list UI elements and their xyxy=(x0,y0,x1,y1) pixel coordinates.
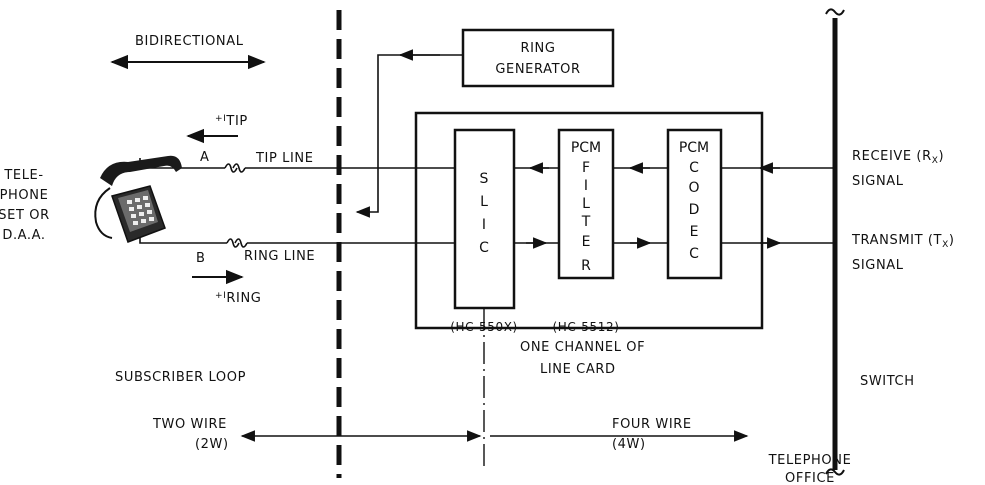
receive-signal-close: ) xyxy=(938,149,944,164)
telephone-office-label-1: TELEPHONE xyxy=(768,453,852,468)
transmit-signal-label: TRANSMIT (TX) xyxy=(851,233,955,250)
bidirectional-label: BIDIRECTIONAL xyxy=(135,34,244,49)
switch-bus-break-top xyxy=(825,8,845,16)
subscriber-loop-label: SUBSCRIBER LOOP xyxy=(115,370,246,385)
telephone-office-label-2: OFFICE xyxy=(785,471,835,485)
wire-a-label: A xyxy=(200,150,210,165)
pcm-codec-letter: E xyxy=(690,224,699,240)
ring-generator-label-1: RING xyxy=(520,41,555,56)
pcm-filter-part-number: (HC-5512) xyxy=(552,320,619,334)
ring-line xyxy=(139,235,455,248)
two-wire-label-2: (2W) xyxy=(195,437,229,452)
pcm-codec-title: PCM xyxy=(679,140,709,156)
telephone-set-label-3: SET OR xyxy=(0,208,50,223)
ring-line-label: RING LINE xyxy=(244,249,315,264)
slic-letters: S L I C xyxy=(479,171,489,256)
transmit-signal-close: ) xyxy=(949,233,955,248)
receive-signal-label: RECEIVE (RX) xyxy=(852,149,944,166)
line-card-label-1: ONE CHANNEL OF xyxy=(520,340,645,355)
slic-letter: S xyxy=(480,171,489,187)
four-wire-label-1: FOUR WIRE xyxy=(612,417,692,432)
ring-current-name: RING xyxy=(226,291,261,306)
pcm-filter-letter: E xyxy=(582,234,591,250)
two-wire-label-1: TWO WIRE xyxy=(152,417,227,432)
pcm-filter-letter: F xyxy=(582,160,590,176)
receive-signal-sub: X xyxy=(932,156,939,166)
ring-current-label: +IRING xyxy=(215,291,261,306)
slic-letter: C xyxy=(479,240,489,256)
tip-current-label: +ITIP xyxy=(215,114,248,129)
transmit-signal-sub: X xyxy=(942,240,949,250)
wire-b-label: B xyxy=(196,251,206,266)
pcm-codec-letter: C xyxy=(689,246,699,262)
tip-current-name: TIP xyxy=(225,114,247,129)
switch-label: SWITCH xyxy=(860,374,915,389)
transmit-signal-text: TRANSMIT (T xyxy=(851,233,942,248)
tip-line xyxy=(139,158,455,173)
pcm-codec-box xyxy=(666,128,723,280)
pcm-codec-letter: C xyxy=(689,160,699,176)
four-wire-label-2: (4W) xyxy=(612,437,646,452)
receive-signal-text: RECEIVE (R xyxy=(852,149,932,164)
telephone-set-label-2: PHONE xyxy=(0,188,48,203)
ring-generator-label-2: GENERATOR xyxy=(495,62,580,77)
slic-letter: L xyxy=(480,194,488,210)
switch-bus-break-bottom xyxy=(825,468,845,476)
pcm-filter-letter: L xyxy=(582,196,590,212)
line-card-box xyxy=(414,111,764,330)
ring-generator-box xyxy=(461,28,615,88)
pcm-filter-box xyxy=(557,128,615,280)
telephone-icon xyxy=(94,155,182,243)
ring-generator-feed-line xyxy=(355,54,463,218)
pcm-filter-letter: R xyxy=(581,258,591,274)
tip-line-label: TIP LINE xyxy=(255,151,314,166)
pcm-filter-letters: F I L T E R xyxy=(581,160,591,274)
transmit-signal-label-2: SIGNAL xyxy=(852,258,904,273)
telephone-set-label-4: D.A.A. xyxy=(2,228,45,243)
line-card-label-2: LINE CARD xyxy=(540,362,616,377)
pcm-filter-letter: I xyxy=(584,178,588,194)
pcm-codec-letter: O xyxy=(688,180,699,196)
tip-current-prefix: +I xyxy=(215,114,226,124)
ring-current-prefix: +I xyxy=(215,291,226,301)
pcm-filter-title: PCM xyxy=(571,140,601,156)
receive-signal-label-2: SIGNAL xyxy=(852,174,904,189)
pcm-codec-letter: D xyxy=(689,202,700,218)
telephone-set-label-1: TELE- xyxy=(3,168,43,183)
slic-letter: I xyxy=(482,217,486,233)
pcm-codec-letters: C O D E C xyxy=(688,160,699,262)
pcm-filter-letter: T xyxy=(581,214,591,230)
